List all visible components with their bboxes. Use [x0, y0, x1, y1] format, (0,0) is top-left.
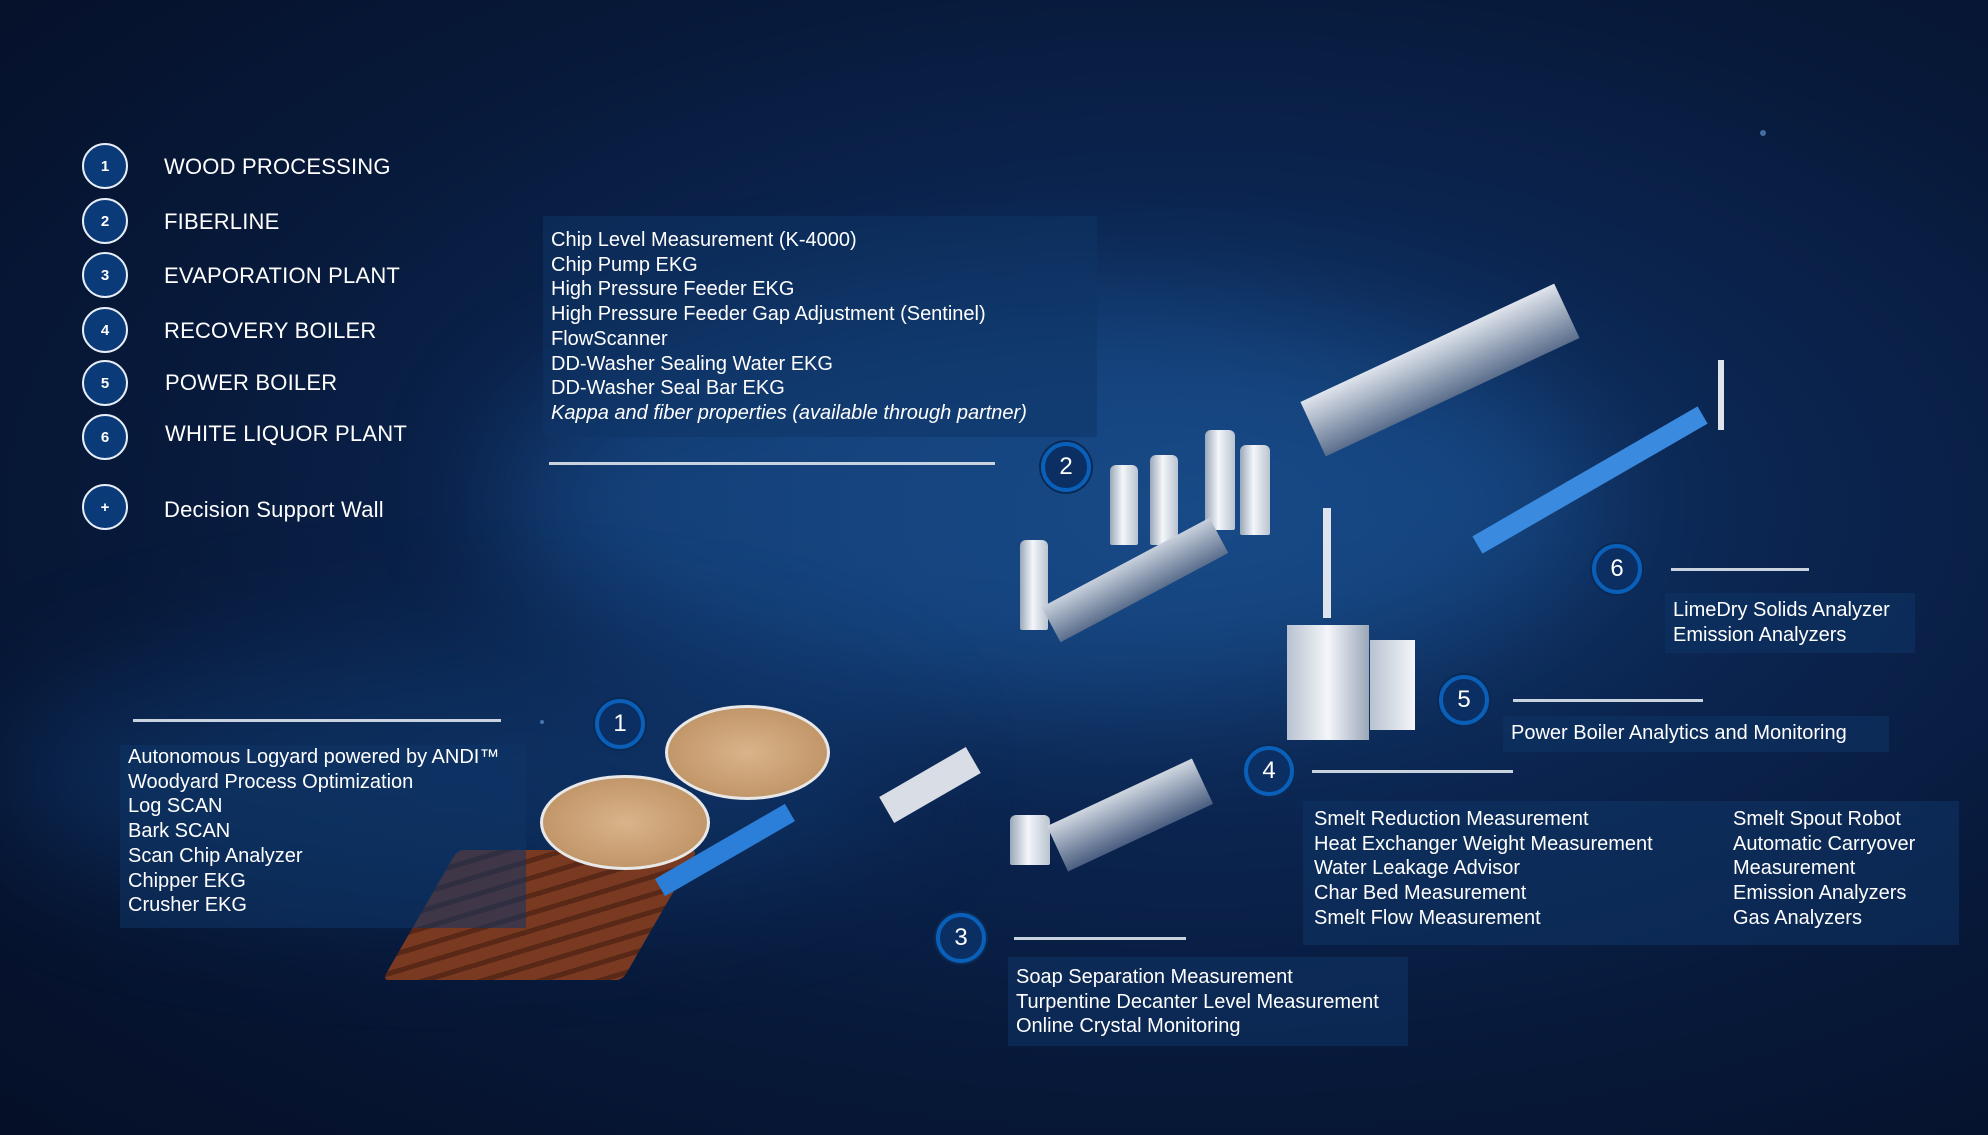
wood-item: Log SCAN	[128, 795, 223, 818]
area-marker-6[interactable]: 6	[1592, 544, 1642, 594]
connector-line	[1312, 770, 1513, 773]
wood-item: Woodyard Process Optimization	[128, 770, 414, 793]
tank-image	[1020, 540, 1048, 630]
legend-item-recovery-boiler[interactable]: 4	[82, 307, 128, 353]
recovery-item: Automatic Carryover	[1733, 832, 1916, 855]
power-boiler-panel: Power Boiler Analytics and Monitoring	[1503, 716, 1889, 752]
chip-pile-image	[665, 705, 830, 800]
tank-image	[1205, 430, 1235, 530]
legend-label[interactable]: POWER BOILER	[165, 370, 338, 395]
evaporation-plant-image	[1046, 758, 1214, 872]
legend-item-wood-processing[interactable]: 1	[82, 143, 128, 189]
power-item: Power Boiler Analytics and Monitoring	[1511, 722, 1847, 744]
recovery-item: Smelt Flow Measurement	[1314, 906, 1541, 929]
legend-number-badge: 3	[82, 252, 128, 298]
legend-label[interactable]: EVAPORATION PLANT	[164, 263, 401, 288]
recovery-item: Gas Analyzers	[1733, 906, 1862, 929]
plus-icon: +	[82, 484, 128, 530]
connector-line	[133, 719, 501, 722]
fiberline-panel: Chip Level Measurement (K-4000) Chip Pum…	[543, 216, 1097, 437]
white-liquor-panel: LimeDry Solids Analyzer Emission Analyze…	[1665, 593, 1915, 653]
tank-image	[1150, 455, 1178, 545]
legend-label[interactable]: Decision Support Wall	[164, 497, 384, 522]
area-marker-1[interactable]: 1	[595, 699, 645, 749]
area-marker-3[interactable]: 3	[936, 913, 986, 963]
white-liquor-item: Emission Analyzers	[1673, 623, 1847, 646]
evaporation-item: Online Crystal Monitoring	[1016, 1015, 1241, 1038]
evaporation-item: Turpentine Decanter Level Measurement	[1016, 990, 1379, 1013]
wood-item: Autonomous Logyard powered by ANDI™	[128, 746, 500, 768]
recovery-boiler-panel: Smelt Reduction Measurement Heat Exchang…	[1303, 801, 1959, 945]
chip-pile-image	[540, 775, 710, 870]
legend-number-badge: 5	[82, 360, 128, 406]
stack-image	[1323, 508, 1331, 618]
legend-number-badge: 1	[82, 143, 128, 189]
recovery-item: Heat Exchanger Weight Measurement	[1314, 832, 1653, 855]
wood-item: Crusher EKG	[128, 894, 247, 917]
legend-item-power-boiler[interactable]: 5	[82, 360, 128, 406]
fiberline-note: Kappa and fiber properties (available th…	[551, 401, 1027, 424]
white-liquor-item: LimeDry Solids Analyzer	[1673, 599, 1890, 621]
power-boiler-image	[1370, 640, 1415, 730]
legend-number-badge: 2	[82, 198, 128, 244]
stack-image	[1718, 360, 1724, 430]
wood-item: Chipper EKG	[128, 869, 246, 892]
legend-label[interactable]: RECOVERY BOILER	[164, 318, 377, 343]
area-marker-4[interactable]: 4	[1244, 746, 1294, 796]
recovery-boiler-image	[1287, 625, 1369, 740]
connector-line	[1671, 568, 1809, 571]
connector-line	[1014, 937, 1186, 940]
area-marker-2[interactable]: 2	[1041, 442, 1091, 492]
connector-line	[549, 462, 995, 465]
recovery-item: Char Bed Measurement	[1314, 882, 1527, 905]
tank-image	[1010, 815, 1050, 865]
recovery-item: Emission Analyzers	[1733, 882, 1907, 905]
wood-item: Scan Chip Analyzer	[128, 844, 303, 867]
recovery-item: Measurement	[1733, 857, 1856, 880]
legend-item-decision-support-wall[interactable]: +	[82, 484, 128, 530]
evaporation-item: Soap Separation Measurement	[1016, 966, 1293, 988]
fiberline-item: DD-Washer Seal Bar EKG	[551, 377, 785, 400]
legend-item-evaporation-plant[interactable]: 3	[82, 252, 128, 298]
area-marker-5[interactable]: 5	[1439, 675, 1489, 725]
recovery-item: Smelt Spout Robot	[1733, 808, 1901, 830]
legend-number-badge: 6	[82, 414, 128, 460]
legend-label[interactable]: WHITE LIQUOR PLANT	[165, 421, 407, 446]
legend-label[interactable]: FIBERLINE	[164, 209, 280, 234]
tank-image	[1240, 445, 1270, 535]
fiberline-item: DD-Washer Sealing Water EKG	[551, 352, 833, 375]
recovery-item: Water Leakage Advisor	[1314, 857, 1521, 880]
legend-item-fiberline[interactable]: 2	[82, 198, 128, 244]
legend-number-badge: 4	[82, 307, 128, 353]
recovery-item: Smelt Reduction Measurement	[1314, 808, 1589, 830]
connector-line	[1513, 699, 1703, 702]
fiberline-item: FlowScanner	[551, 327, 668, 350]
evaporation-panel: Soap Separation Measurement Turpentine D…	[1008, 957, 1408, 1046]
fiberline-item: Chip Pump EKG	[551, 253, 698, 276]
fiberline-item: High Pressure Feeder EKG	[551, 278, 795, 301]
legend-label[interactable]: WOOD PROCESSING	[164, 154, 391, 179]
fiberline-item: Chip Level Measurement (K-4000)	[551, 229, 857, 251]
wood-processing-panel: Autonomous Logyard powered by ANDI™ Wood…	[120, 745, 526, 928]
wood-item: Bark SCAN	[128, 820, 231, 843]
fiberline-item: High Pressure Feeder Gap Adjustment (Sen…	[551, 303, 986, 326]
legend-item-white-liquor-plant[interactable]: 6	[82, 414, 128, 460]
tank-image	[1110, 465, 1138, 545]
